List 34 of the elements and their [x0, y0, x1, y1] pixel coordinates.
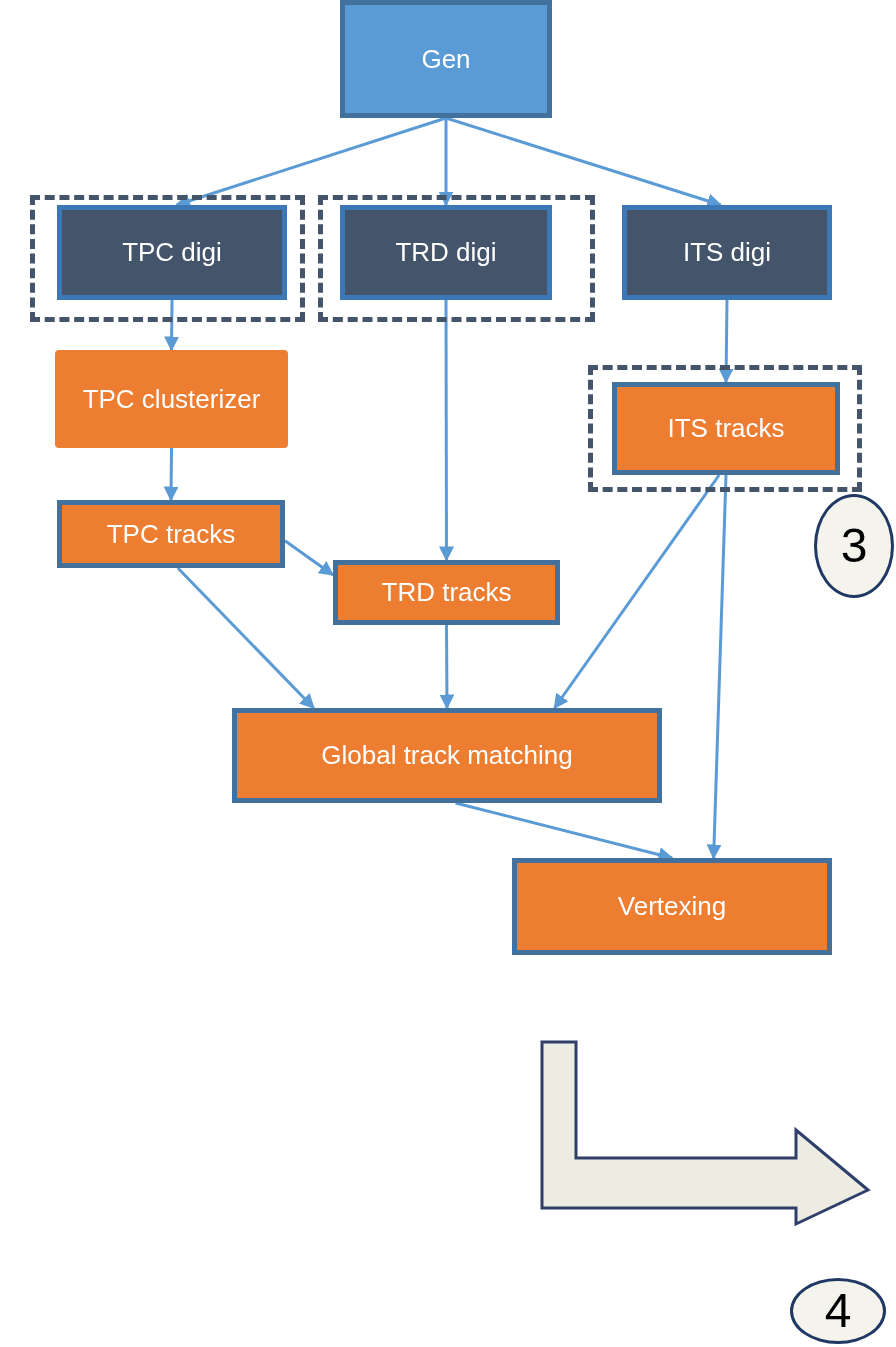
process-box: [232, 708, 662, 803]
process-box: [340, 205, 552, 300]
process-box: [512, 858, 832, 955]
arrow: [438, 118, 454, 207]
node-label: 4: [823, 1283, 853, 1339]
node-label: Global track matching: [320, 739, 574, 772]
dashed-group-box: [588, 365, 862, 492]
arrow: [438, 300, 454, 562]
node-label: TPC digi: [121, 236, 223, 269]
dashed-group-box: [30, 195, 305, 322]
process-box: [57, 205, 287, 300]
process-box: [340, 0, 552, 118]
process-box: [55, 350, 288, 448]
dashed-group-box: [318, 195, 595, 322]
arrow: [176, 566, 315, 710]
node-label: Vertexing: [616, 890, 728, 923]
node-label: Gen: [420, 42, 472, 76]
arrow: [284, 539, 335, 577]
arrow: [163, 448, 179, 502]
process-box: [622, 205, 832, 300]
process-box: [612, 382, 840, 475]
node-label: ITS digi: [681, 236, 773, 269]
node-label: TRD digi: [394, 236, 498, 269]
node-label: ITS tracks: [666, 412, 786, 445]
process-box: [333, 560, 560, 625]
node-label: TPC tracks: [105, 517, 237, 551]
node-label: TPC clusterizer: [81, 382, 262, 416]
arrow: [439, 625, 455, 710]
arrow: [718, 299, 734, 384]
node-label: 3: [839, 518, 869, 574]
node-label: TRD tracks: [380, 576, 513, 609]
arrow: [706, 474, 728, 860]
arrow: [164, 300, 180, 352]
process-box: [57, 500, 285, 568]
